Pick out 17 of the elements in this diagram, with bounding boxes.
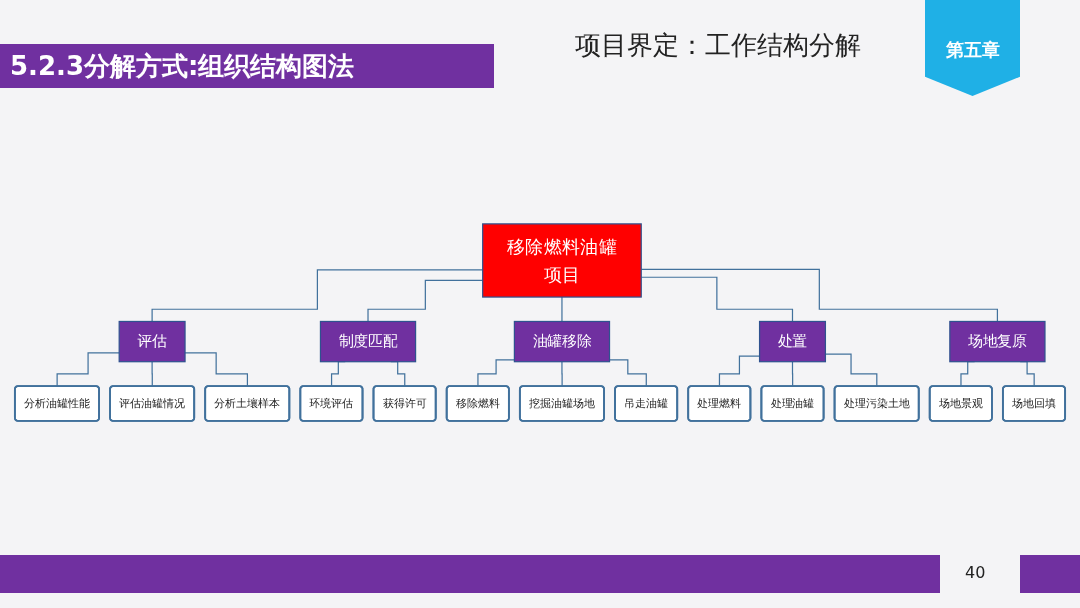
connector — [477, 358, 515, 387]
node-box: 油罐移除 — [513, 320, 611, 362]
connector — [791, 360, 794, 387]
connector — [608, 358, 648, 387]
title-banner: 5.2.3分解方式:组织结构图法 — [0, 44, 495, 88]
node-box: 移除燃料油罐项目 — [482, 222, 642, 298]
connector — [561, 296, 563, 322]
connector — [56, 351, 120, 387]
connector — [561, 360, 563, 387]
node-box: 处置 — [758, 320, 827, 362]
connector — [151, 360, 154, 387]
node-box: 场地复原 — [949, 320, 1046, 362]
header-text: 项目界定：工作结构分解 — [575, 29, 861, 62]
chapter-badge: 第五章 — [925, 0, 1020, 96]
page-number: 40 — [965, 563, 986, 582]
node-box: 评估 — [118, 320, 186, 362]
node-box: 制度匹配 — [319, 320, 417, 362]
